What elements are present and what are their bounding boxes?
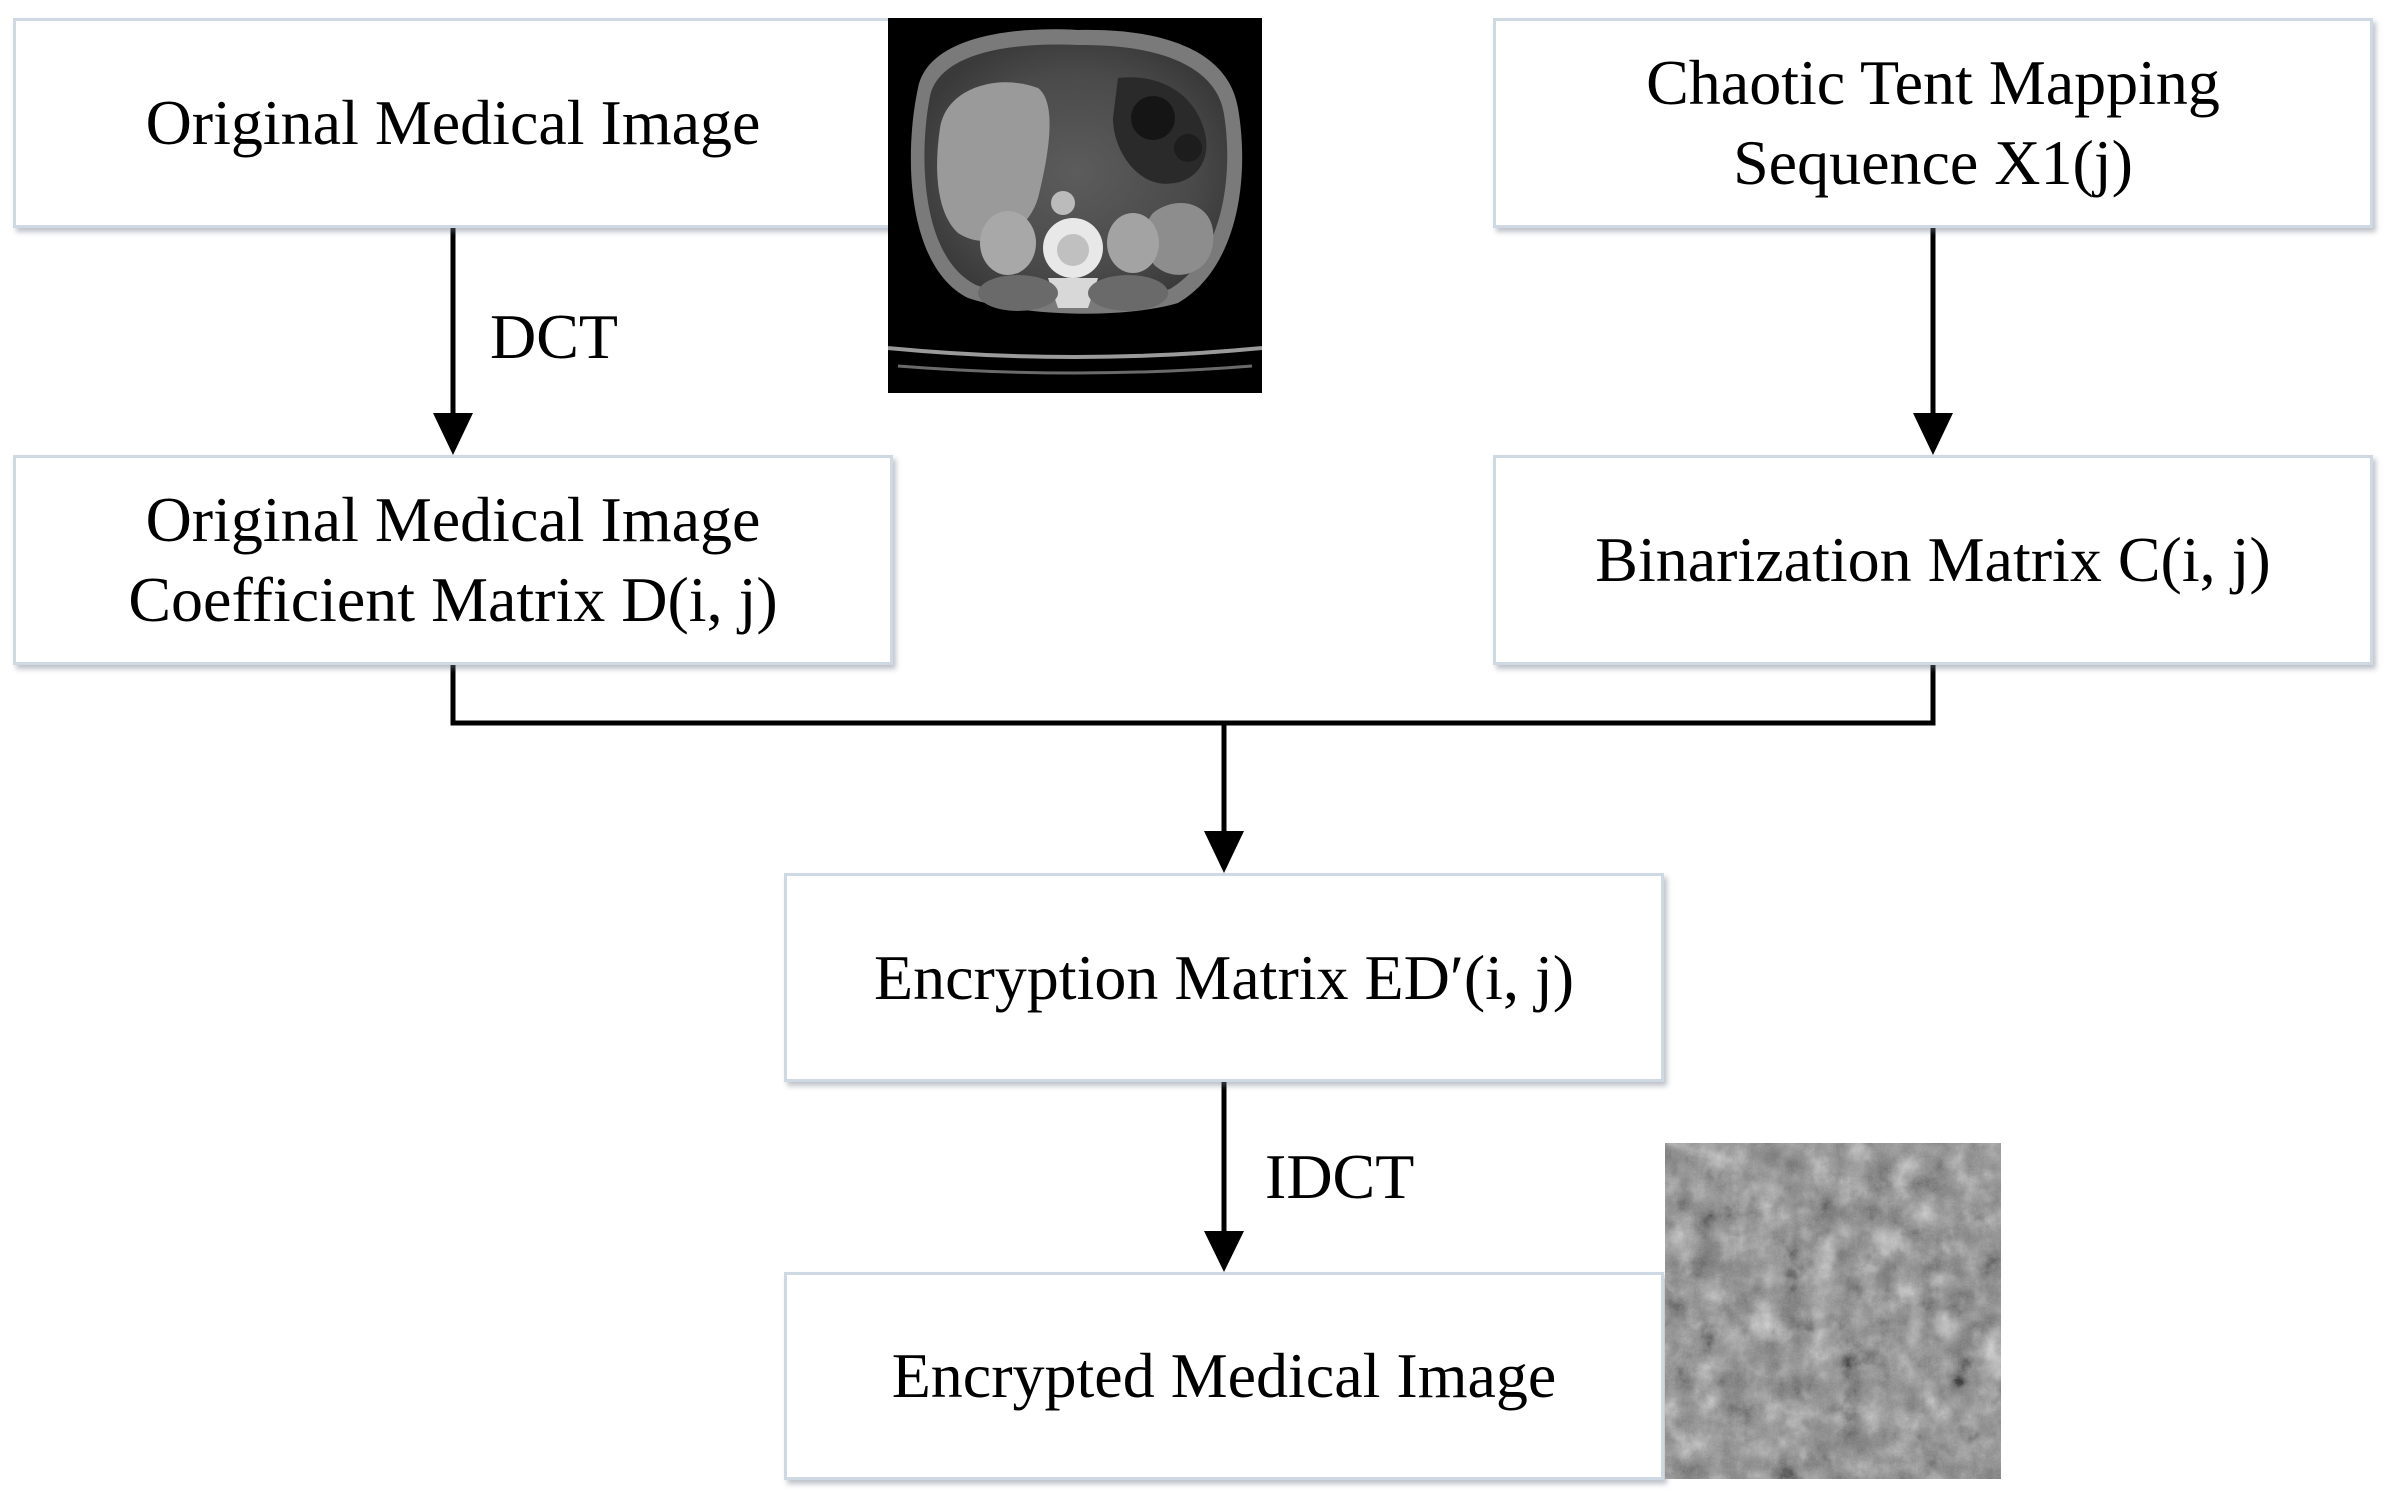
arrowhead-encryption [1204,831,1244,873]
node-label: Binarization Matrix C(i, j) [1595,524,2271,595]
node-encrypted-medical-image: Encrypted Medical Image [784,1272,1664,1480]
node-label-line-1: Original Medical Image [145,484,761,555]
node-chaotic-tent-mapping: Chaotic Tent Mapping Sequence X1(j) [1493,18,2373,228]
node-label-line-2: Sequence X1(j) [1733,127,2133,198]
node-label: Encrypted Medical Image [891,1340,1557,1411]
arrowhead-idct [1204,1231,1244,1272]
node-encryption-matrix: Encryption Matrix ED′(i, j) [784,873,1664,1082]
node-original-medical-image: Original Medical Image [13,18,893,228]
node-coefficient-matrix: Original Medical Image Coefficient Matri… [13,455,893,665]
node-label-line-2: Coefficient Matrix D(i, j) [128,564,778,635]
node-label-line-1: Chaotic Tent Mapping [1646,47,2220,118]
edge-label-idct: IDCT [1265,1141,1415,1212]
arrowhead-dct [433,413,473,455]
ct-scan-image [888,18,1262,393]
encrypted-noise-image [1665,1143,2001,1479]
merge-connector [450,665,1936,726]
node-label: Original Medical Image [145,87,761,158]
arrowhead-binarization [1913,413,1953,455]
node-binarization-matrix: Binarization Matrix C(i, j) [1493,455,2373,665]
edge-label-dct: DCT [490,301,618,372]
node-label: Encryption Matrix ED′(i, j) [873,941,1575,1013]
